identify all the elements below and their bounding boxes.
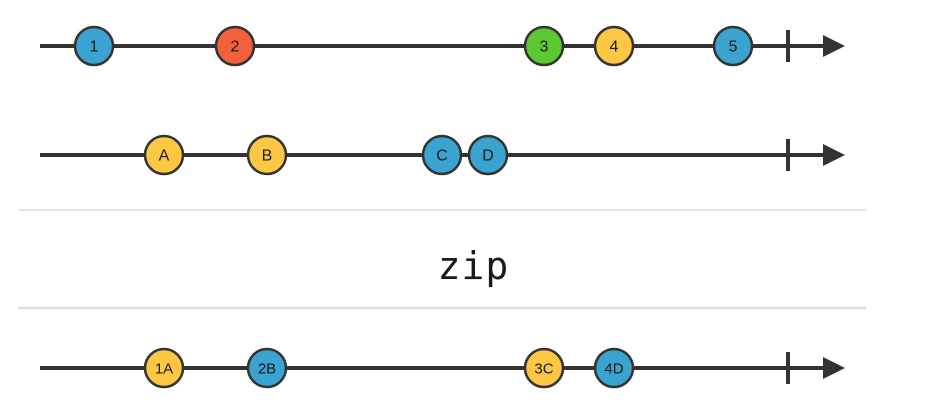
operator-label: zip [437, 244, 510, 288]
marble-circle[interactable] [421, 134, 463, 176]
marble[interactable]: 1A [143, 347, 185, 389]
timeline-arrowhead-icon [823, 357, 845, 379]
marble[interactable]: C [421, 134, 463, 176]
marble-circle[interactable] [593, 25, 635, 67]
timeline-output: 1A 2B 3C 4D [40, 347, 845, 389]
marble[interactable]: D [467, 134, 509, 176]
marble[interactable]: 3C [523, 347, 565, 389]
marble-circle[interactable] [143, 347, 185, 389]
marble[interactable]: 1 [73, 25, 115, 67]
marble-circle[interactable] [593, 347, 635, 389]
marble[interactable]: 2B [246, 347, 288, 389]
marble-circle[interactable] [73, 25, 115, 67]
marble-circle[interactable] [712, 25, 754, 67]
marble[interactable]: 2 [214, 25, 256, 67]
marble-circle[interactable] [523, 347, 565, 389]
marble[interactable]: 4D [593, 347, 635, 389]
marble[interactable]: 4 [593, 25, 635, 67]
marble[interactable]: B [246, 134, 288, 176]
marble[interactable]: 3 [523, 25, 565, 67]
marble-circle[interactable] [523, 25, 565, 67]
marble[interactable]: A [143, 134, 185, 176]
operator-divider-top [18, 209, 866, 212]
marble-circle[interactable] [143, 134, 185, 176]
marble-circle[interactable] [214, 25, 256, 67]
timeline-arrowhead-icon [823, 35, 845, 57]
marble-circle[interactable] [246, 347, 288, 389]
marble-circle[interactable] [467, 134, 509, 176]
timeline-arrowhead-icon [823, 144, 845, 166]
marble-circle[interactable] [246, 134, 288, 176]
operator-divider-bottom [18, 307, 866, 310]
marble[interactable]: 5 [712, 25, 754, 67]
